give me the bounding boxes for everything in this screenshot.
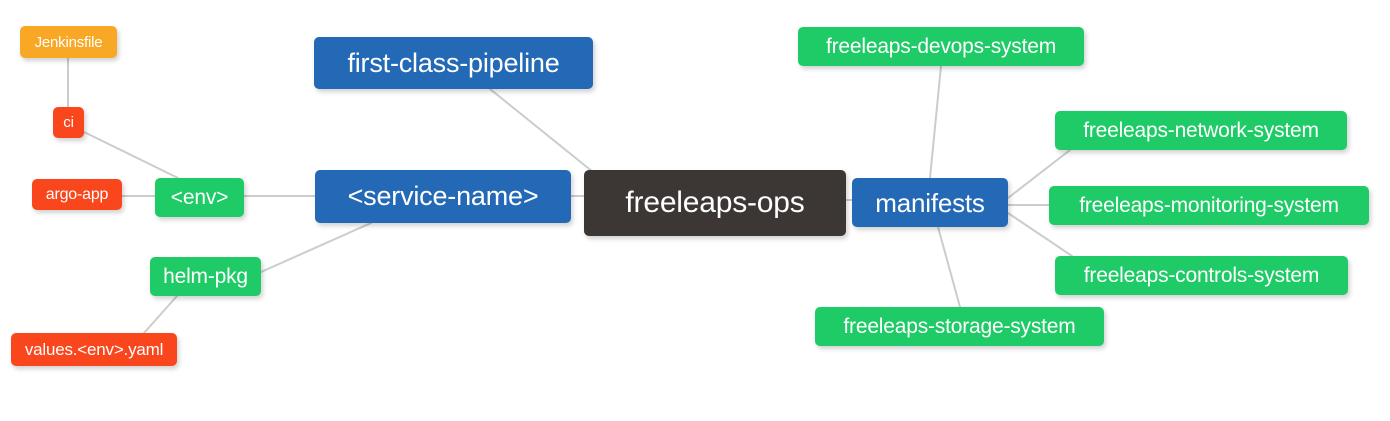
node-values-yaml[interactable]: values.<env>.yaml bbox=[11, 333, 177, 366]
edge-service-name-to-helm-pkg bbox=[260, 222, 372, 273]
node-freeleaps-devops-system[interactable]: freeleaps-devops-system bbox=[798, 27, 1084, 66]
node-argo-app[interactable]: argo-app bbox=[32, 179, 122, 210]
node-freeleaps-monitoring-system[interactable]: freeleaps-monitoring-system bbox=[1049, 186, 1369, 225]
node-freeleaps-controls-system[interactable]: freeleaps-controls-system bbox=[1055, 256, 1348, 295]
node-freeleaps-ops[interactable]: freeleaps-ops bbox=[584, 170, 846, 236]
node-helm-pkg[interactable]: helm-pkg bbox=[150, 257, 261, 296]
edge-helm-pkg-to-values-yaml bbox=[143, 295, 178, 334]
node-manifests[interactable]: manifests bbox=[852, 178, 1008, 227]
node-env[interactable]: <env> bbox=[155, 178, 244, 217]
node-service-name[interactable]: <service-name> bbox=[315, 170, 571, 223]
node-freeleaps-network-system[interactable]: freeleaps-network-system bbox=[1055, 111, 1347, 150]
edge-env-to-ci bbox=[83, 131, 179, 179]
edge-manifests-to-freeleaps-storage-system bbox=[937, 226, 961, 308]
edge-freeleaps-ops-to-first-class-pipeline bbox=[489, 88, 594, 173]
node-first-class-pipeline[interactable]: first-class-pipeline bbox=[314, 37, 593, 89]
edge-manifests-to-freeleaps-devops-system bbox=[929, 65, 942, 179]
node-freeleaps-storage-system[interactable]: freeleaps-storage-system bbox=[815, 307, 1104, 346]
node-ci[interactable]: ci bbox=[53, 107, 84, 138]
node-jenkinsfile[interactable]: Jenkinsfile bbox=[20, 26, 117, 58]
